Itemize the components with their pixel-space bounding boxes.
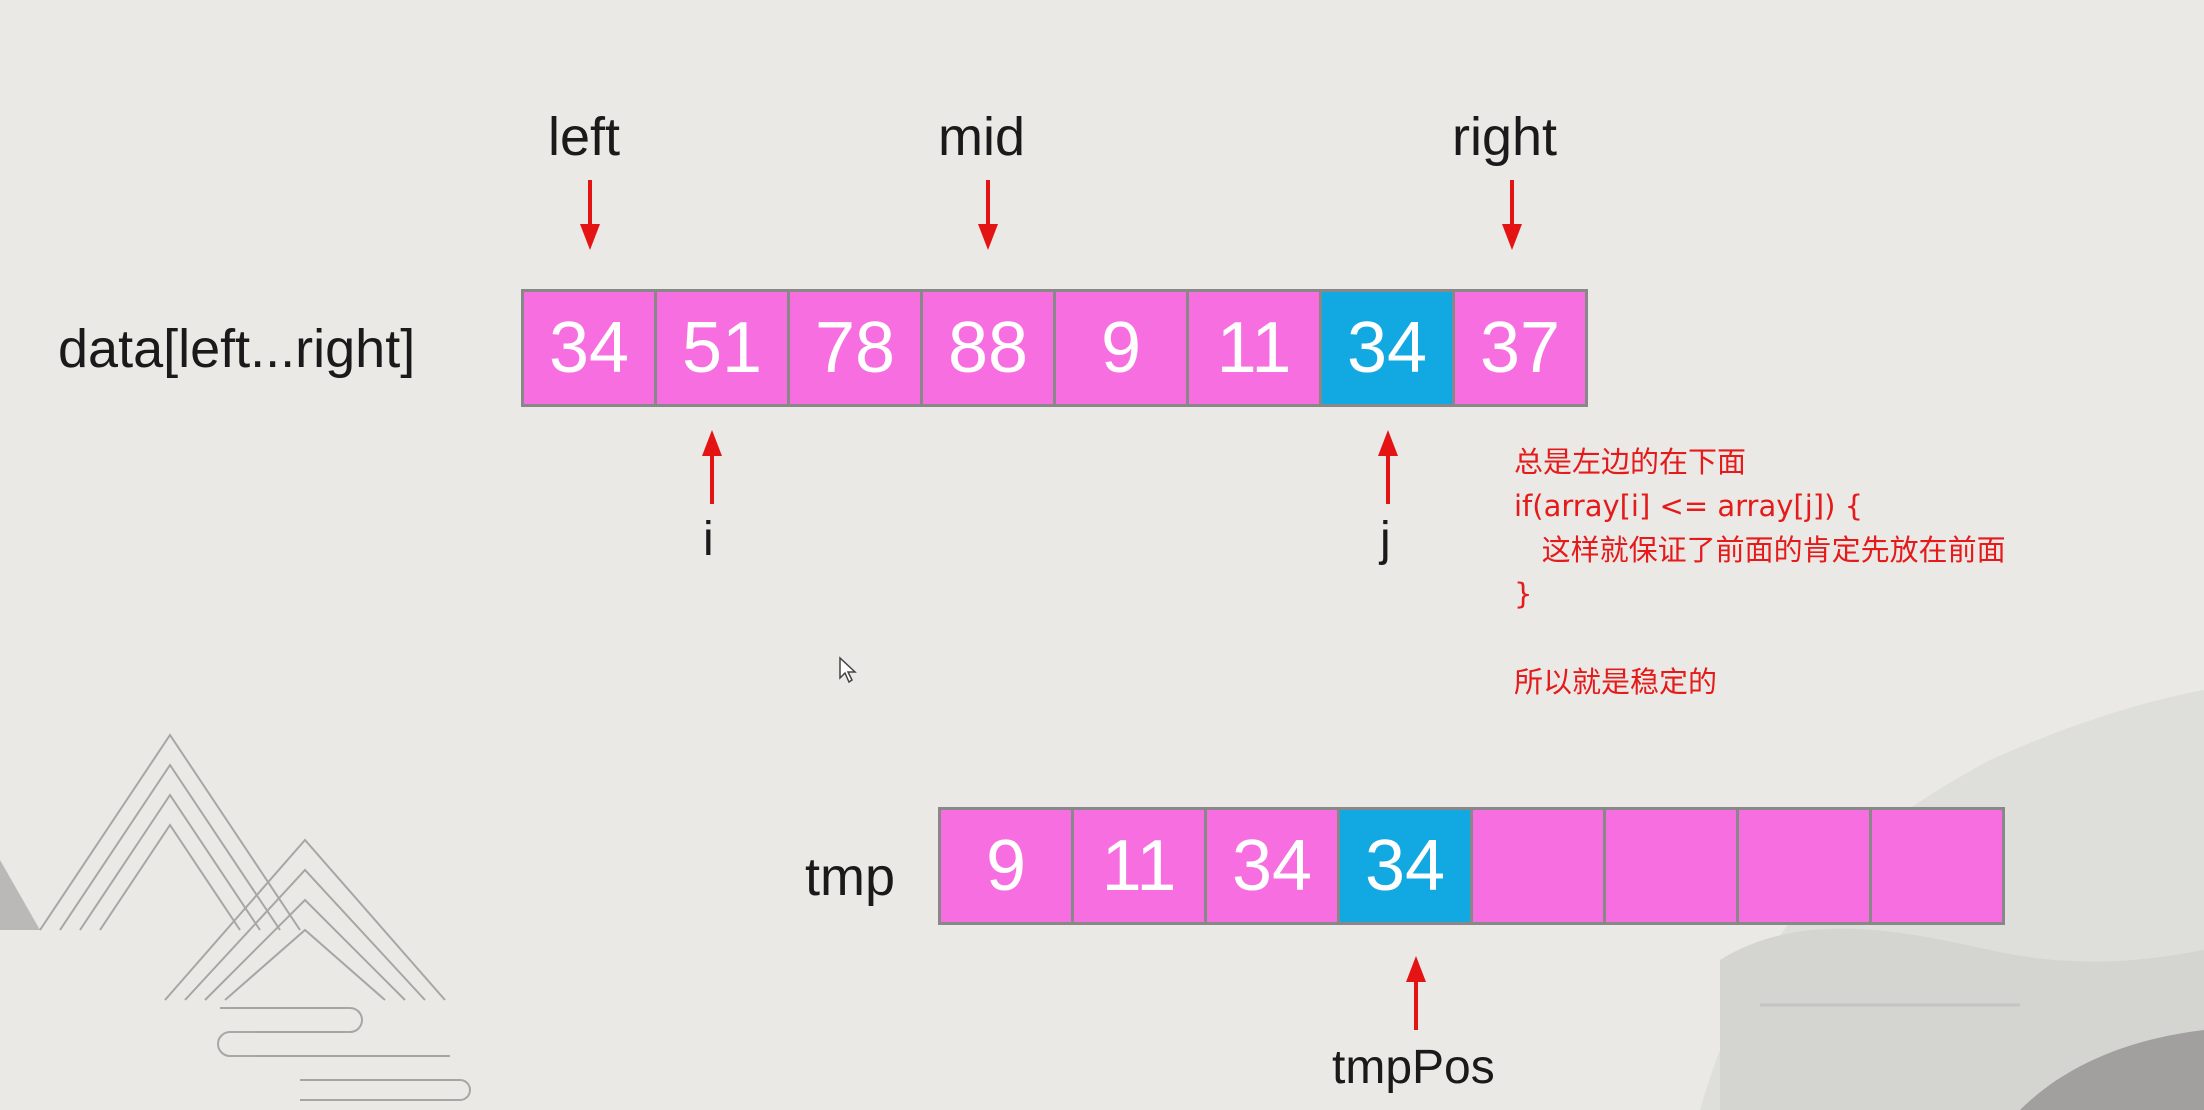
arrow-down-icon (978, 180, 998, 250)
arrow-up-icon (702, 430, 722, 504)
note-line: } (1514, 577, 1533, 611)
data-array-label: data[left...right] (58, 319, 416, 379)
pointer-label-j: j (1380, 513, 1391, 566)
array-cell: 78 (790, 292, 920, 404)
explanation-note: 总是左边的在下面 if(array[i] <= array[j]) { 这样就保… (1514, 440, 2006, 704)
array-cell: 37 (1455, 292, 1585, 404)
array-cell (1473, 810, 1603, 922)
array-cell: 11 (1189, 292, 1319, 404)
array-cell: 9 (941, 810, 1071, 922)
arrow-down-icon (580, 180, 600, 250)
tmp-array: 9 11 34 34 (938, 807, 2005, 925)
array-cell: 11 (1074, 810, 1204, 922)
array-cell (1872, 810, 2002, 922)
array-cell: 88 (923, 292, 1053, 404)
arrow-down-icon (1502, 180, 1522, 250)
pointer-label-i: i (703, 513, 714, 566)
data-array: 34 51 78 88 9 11 34 37 (521, 289, 1588, 407)
array-cell: 34 (1322, 292, 1452, 404)
pointer-label-mid: mid (938, 107, 1026, 167)
array-cell (1739, 810, 1869, 922)
array-cell: 34 (1340, 810, 1470, 922)
array-cell: 51 (657, 292, 787, 404)
mouse-cursor-icon (839, 656, 857, 684)
note-line: if(array[i] <= array[j]) { (1514, 489, 1864, 523)
array-cell: 34 (1207, 810, 1337, 922)
pointer-label-tmppos: tmpPos (1332, 1041, 1495, 1094)
tmp-array-label: tmp (805, 847, 896, 907)
array-cell: 34 (524, 292, 654, 404)
note-line: 总是左边的在下面 (1514, 445, 1747, 479)
array-cell (1606, 810, 1736, 922)
note-line: 所以就是稳定的 (1514, 665, 1718, 699)
mountain-decoration (39, 733, 471, 1101)
pointer-label-right: right (1452, 107, 1558, 167)
array-cell: 9 (1056, 292, 1186, 404)
note-line: 这样就保证了前面的肯定先放在前面 (1514, 533, 2006, 567)
pointer-label-left: left (548, 107, 621, 167)
arrow-up-icon (1378, 430, 1398, 504)
arrow-up-icon (1406, 956, 1426, 1030)
